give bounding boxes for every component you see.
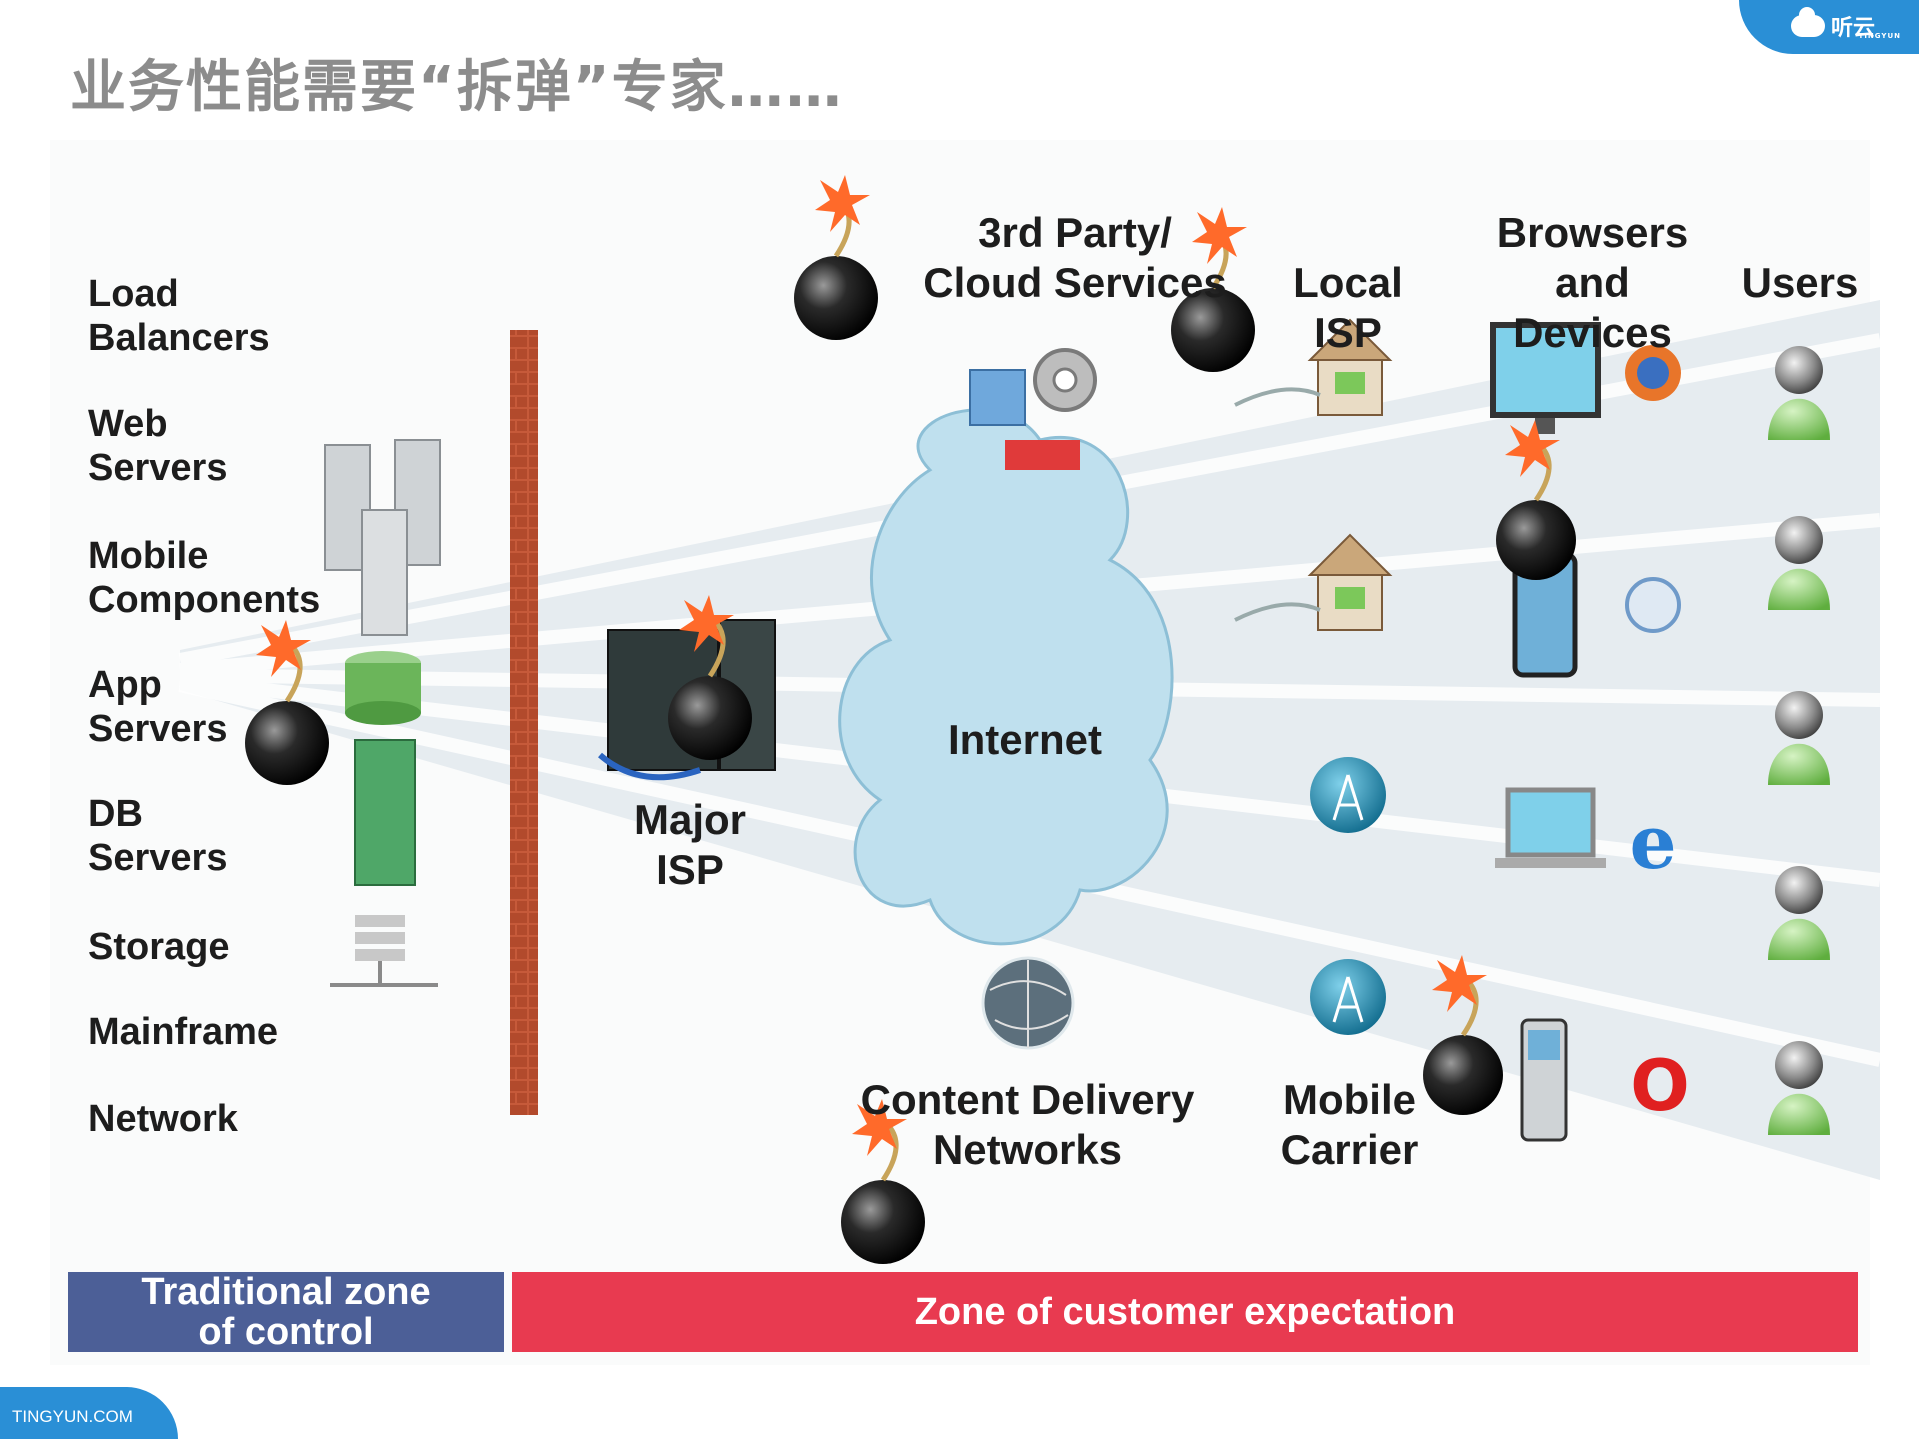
ie-icon: e (1629, 800, 1676, 886)
left-label-storage: Storage (88, 926, 230, 968)
firewall-wall (510, 330, 538, 1115)
footer-url[interactable]: TINGYUN.COM (12, 1407, 133, 1426)
internet-cloud (838, 408, 1174, 946)
home-isp-icon (1234, 318, 1393, 416)
label-third-party-cloud: 3rd Party/ Cloud Services (923, 209, 1227, 306)
brand-logo-sub: TINGYUN (1858, 32, 1901, 40)
safari-icon (1625, 577, 1681, 633)
left-label-db-servers: DB Servers (88, 793, 228, 879)
left-label-network: Network (88, 1098, 238, 1140)
home-isp-icon (1234, 533, 1393, 631)
left-label-mobile-components: Mobile Components (88, 535, 321, 621)
firefox-globe (1637, 357, 1669, 389)
opera-icon: O (1630, 1045, 1690, 1127)
footer-tab (0, 1387, 178, 1439)
brand-logo: 听云 TINGYUN (1791, 7, 1901, 42)
left-label-app-servers: App Servers (88, 664, 228, 750)
database-icon (345, 651, 421, 725)
cloud-logo-icon (1791, 7, 1825, 37)
feature-phone-icon (1520, 1018, 1568, 1142)
cdn-globe-icon (981, 956, 1075, 1050)
label-browsers-devices: Browsers and Devices (1496, 209, 1689, 356)
label-major-isp: Major ISP (633, 796, 746, 893)
label-users: Users (1741, 259, 1859, 306)
cell-tower-icon (1310, 959, 1386, 1035)
bomb-icon (1423, 955, 1503, 1115)
brand-logo-text: 听云 (1831, 16, 1876, 41)
user-icon (1768, 691, 1830, 785)
bomb-icon (794, 175, 878, 340)
label-mobile-carrier: Mobile Carrier (1280, 1076, 1419, 1173)
cell-tower-icon (1310, 757, 1386, 833)
user-icon (1768, 1041, 1830, 1135)
left-label-load-balancers: Load Balancers (88, 273, 270, 359)
user-icon (1768, 866, 1830, 960)
left-label-web-servers: Web Servers (88, 403, 228, 489)
storage-icon (330, 915, 438, 987)
slide-title: 业务性能需要“拆弹”专家…… (70, 55, 844, 120)
zone-traditional-control: Traditional zone of control (68, 1272, 504, 1352)
label-internet: Internet (947, 716, 1102, 763)
label-cdn: Content Delivery Networks (860, 1076, 1195, 1173)
bomb-icon (1496, 420, 1576, 580)
corner-tab (1739, 0, 1919, 54)
bomb-icon (841, 1099, 925, 1264)
users-group (1768, 346, 1830, 1135)
laptop-icon (1495, 787, 1606, 868)
bomb-icon (668, 595, 752, 760)
cloud-services-icon (969, 348, 1097, 470)
user-icon (1768, 346, 1830, 440)
user-icon (1768, 516, 1830, 610)
bomb-icon (245, 620, 329, 785)
app-server-icon (354, 739, 416, 886)
left-label-mainframe: Mainframe (88, 1011, 279, 1053)
label-local-isp: Local ISP (1293, 259, 1403, 356)
web-servers-icon (324, 439, 441, 636)
monitor-icon (1490, 322, 1601, 434)
bomb-icon (1171, 207, 1255, 372)
zone-customer-expectation: Zone of customer expectation (512, 1272, 1858, 1352)
